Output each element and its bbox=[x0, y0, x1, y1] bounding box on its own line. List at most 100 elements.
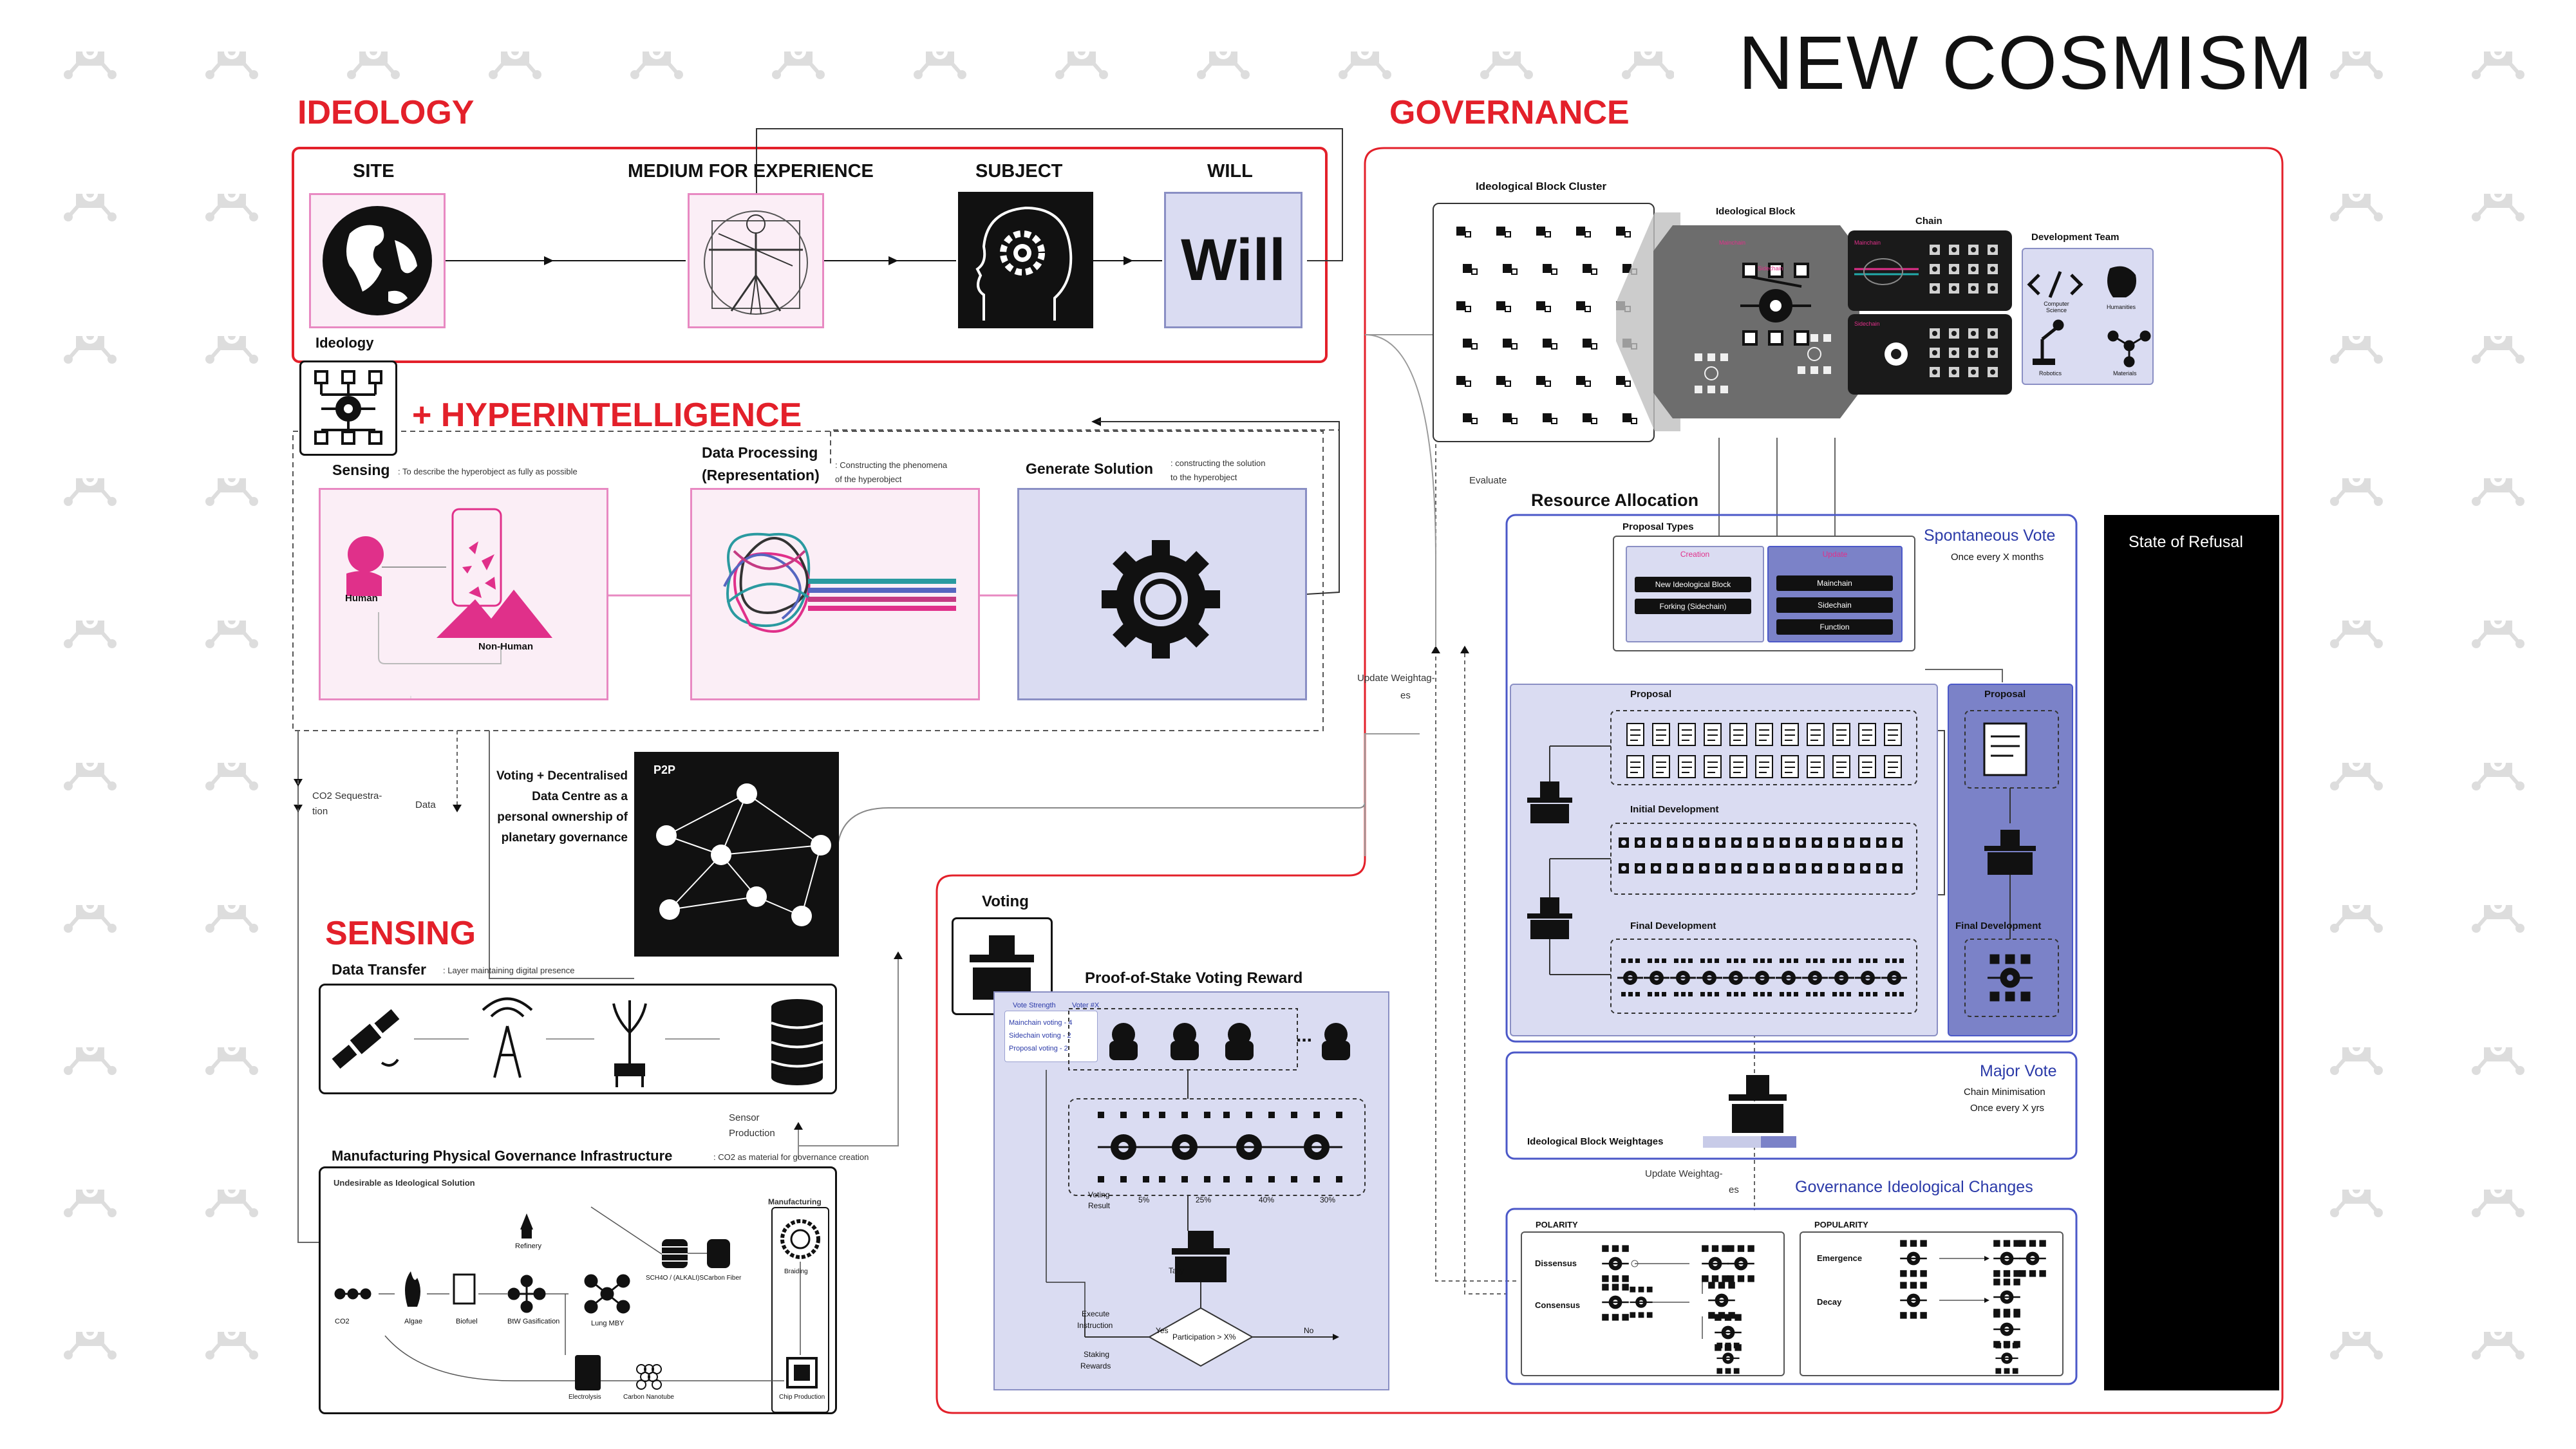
chain-gasification: BtW Gasification bbox=[507, 1318, 559, 1325]
ideology-block-glyph bbox=[1702, 1245, 1729, 1282]
node-icon bbox=[1731, 863, 1742, 874]
chain-node-icon bbox=[1930, 283, 1940, 294]
update-weightages-2b: es bbox=[1729, 1184, 1739, 1195]
dissensus-label: Dissensus bbox=[1535, 1258, 1577, 1268]
node-icon bbox=[1651, 837, 1661, 848]
cluster-block-icon bbox=[1583, 264, 1597, 274]
cluster-block-icon bbox=[1456, 227, 1471, 237]
document-icon bbox=[1627, 756, 1644, 778]
chain-node-icon bbox=[1949, 367, 1959, 377]
sidechain-box: Sidechain bbox=[1848, 314, 2012, 395]
p2p-network-icon bbox=[634, 752, 839, 957]
node-icon bbox=[1876, 863, 1886, 874]
chain-node-icon bbox=[1988, 367, 1998, 377]
sensor-label-1: Sensor bbox=[729, 1112, 760, 1123]
chain-algae: Algae bbox=[404, 1318, 422, 1325]
node-icon bbox=[1812, 837, 1822, 848]
proposal-right-panel: Proposal Final Development bbox=[1948, 684, 2073, 1036]
document-icon bbox=[1885, 756, 1901, 778]
proposal-types-label: Proposal Types bbox=[1622, 521, 1694, 532]
pos-diagram bbox=[995, 993, 1388, 1389]
node-icon bbox=[1844, 837, 1854, 848]
processing-label-1: Data Processing bbox=[702, 444, 818, 462]
node-icon bbox=[1635, 863, 1645, 874]
emergence-label: Emergence bbox=[1817, 1253, 1862, 1263]
resource-label: Resource Allocation bbox=[1531, 491, 1698, 510]
voting-label: Voting bbox=[982, 893, 1029, 911]
cluster-block-icon bbox=[1536, 227, 1550, 237]
ideology-block-icon bbox=[299, 360, 397, 456]
execute-2: Instruction bbox=[1077, 1321, 1113, 1330]
major-vote-sub: Chain Minimisation bbox=[1964, 1087, 2045, 1098]
gear-icon bbox=[1019, 490, 1305, 698]
globe-icon bbox=[311, 195, 444, 326]
staking-1: Staking bbox=[1084, 1350, 1109, 1359]
will-text: Will bbox=[1181, 227, 1286, 294]
document-icon bbox=[1807, 724, 1824, 745]
block-icon bbox=[1670, 958, 1696, 996]
node-icon bbox=[1844, 863, 1854, 874]
processing-box bbox=[690, 488, 980, 700]
dev-team-icons bbox=[2023, 249, 2152, 384]
will-box: Will bbox=[1164, 192, 1302, 328]
label-site: SITE bbox=[353, 161, 394, 182]
block-icon bbox=[1881, 958, 1907, 996]
chain-node-icon bbox=[1988, 328, 1998, 339]
node-icon bbox=[1747, 863, 1758, 874]
voting-result-2: Result bbox=[1088, 1201, 1110, 1210]
staking-2: Rewards bbox=[1080, 1361, 1111, 1370]
generate-desc-2: to the hyperobject bbox=[1170, 472, 1237, 482]
cluster-block-icon bbox=[1543, 339, 1557, 349]
ideology-block-glyph bbox=[1602, 1245, 1629, 1282]
popularity-label: POPULARITY bbox=[1814, 1220, 1868, 1229]
creation-forking: Forking (Sidechain) bbox=[1635, 599, 1751, 614]
human-label: Human bbox=[345, 593, 378, 604]
chain-sidechain-label: Sidechain bbox=[1854, 321, 1880, 327]
chain-node-icon bbox=[1988, 264, 1998, 274]
cluster-block-icon bbox=[1463, 339, 1477, 349]
document-icon bbox=[1704, 756, 1721, 778]
result-3: 40% bbox=[1259, 1195, 1274, 1204]
subject-box bbox=[958, 192, 1093, 328]
node-icon bbox=[1828, 837, 1838, 848]
document-icon bbox=[1730, 724, 1747, 745]
block-label: Ideological Block bbox=[1716, 206, 1795, 217]
document-icon bbox=[1730, 756, 1747, 778]
hyper-sensing-desc: : To describe the hyperobject as fully a… bbox=[398, 467, 578, 476]
chain-node-icon bbox=[1949, 264, 1959, 274]
block-icon bbox=[1644, 958, 1669, 996]
node-icon bbox=[1892, 863, 1903, 874]
sensor-label-2: Production bbox=[729, 1128, 775, 1139]
chain-node-icon bbox=[1949, 245, 1959, 255]
refinery-label: Refinery bbox=[515, 1242, 541, 1250]
tally-label: Tally bbox=[1169, 1266, 1184, 1275]
ideology-block-glyph bbox=[1995, 1343, 2018, 1374]
chain-node-icon bbox=[1968, 348, 1979, 358]
chain-node-icon bbox=[1949, 283, 1959, 294]
cluster-block-icon bbox=[1543, 413, 1557, 424]
manufacturing-chain-icons bbox=[321, 1168, 835, 1412]
node-icon bbox=[1667, 837, 1677, 848]
chain-mainchain-label: Mainchain bbox=[1854, 239, 1881, 246]
node-icon bbox=[1699, 837, 1709, 848]
chain-node-icon bbox=[1988, 348, 1998, 358]
generate-label: Generate Solution bbox=[1026, 460, 1153, 478]
update-sidechain: Sidechain bbox=[1776, 597, 1893, 613]
major-vote-label: Major Vote bbox=[1980, 1062, 2057, 1081]
ideology-block-glyph bbox=[1708, 1282, 1735, 1318]
node-icon bbox=[1860, 863, 1870, 874]
document-icon bbox=[1859, 724, 1876, 745]
ideology-tag: Ideology bbox=[315, 335, 373, 351]
cluster-block-icon bbox=[1576, 227, 1590, 237]
document-icon bbox=[1627, 724, 1644, 745]
document-icon bbox=[1678, 756, 1695, 778]
dev-robotics: Robotics bbox=[2039, 370, 2062, 377]
result-1: 5% bbox=[1138, 1195, 1149, 1204]
p2p-label: P2P bbox=[653, 763, 675, 777]
document-icon bbox=[1756, 756, 1772, 778]
weightages-bar-fill bbox=[1761, 1136, 1796, 1148]
final-dev-label: Final Development bbox=[1630, 921, 1716, 931]
document-icon bbox=[1859, 756, 1876, 778]
chain-node-icon bbox=[1988, 283, 1998, 294]
chain-node-icon bbox=[1930, 348, 1940, 358]
